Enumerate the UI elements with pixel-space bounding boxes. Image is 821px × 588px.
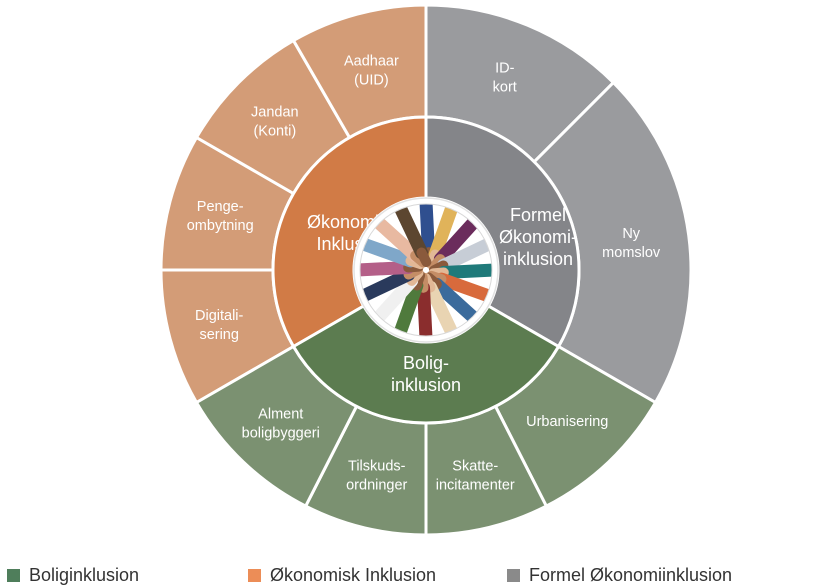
outer-ring-labels: Digitali-sering Penge-ombytning Jandan (Kon… <box>187 54 661 494</box>
outer-label-formal-0-line: ID- <box>495 61 515 77</box>
outer-label-financial-0-line: sering <box>199 327 239 343</box>
outer-label-financial-3-line: (UID) <box>354 73 389 89</box>
outer-label-financial-2-line: (Konti) <box>253 123 296 139</box>
arm-shape <box>437 263 492 280</box>
arm-shape <box>424 280 459 336</box>
inner-label-formal-line: Økonomi- <box>499 227 577 247</box>
inner-label-housing-line: inklusion <box>391 375 461 395</box>
outer-label-financial-1-line: ombytning <box>187 218 254 234</box>
center-hands-image <box>353 197 499 343</box>
outer-label-formal-0: ID-kort <box>493 61 517 96</box>
outer-label-housing-3-line: boligbyggeri <box>242 426 320 442</box>
arm-shape <box>360 268 416 303</box>
arm-shape <box>393 279 424 336</box>
arm-shape <box>430 277 481 325</box>
outer-label-housing-2-line: ordninger <box>346 478 407 494</box>
outer-label-financial-1-line: Penge- <box>197 199 244 215</box>
outer-label-financial-1: Penge-ombytning <box>187 199 254 234</box>
legend-swatch-formal <box>507 569 520 582</box>
arm-shape <box>433 215 481 266</box>
outer-label-financial-2-line: Jandan <box>251 104 299 120</box>
arm-shape <box>371 215 422 263</box>
outer-label-housing-1: Skatte-incitamenter <box>436 459 515 494</box>
legend-item-financial: Økonomisk Inklusion <box>248 565 436 586</box>
legend-label-housing: Boliginklusion <box>29 565 140 585</box>
outer-label-housing-0: Urbanisering <box>526 414 608 430</box>
arm-shape <box>360 237 417 268</box>
legend-label-formal: Formel Økonomiinklusion <box>529 565 733 585</box>
outer-ring <box>159 3 693 537</box>
outer-label-financial-0-line: Digitali- <box>195 308 244 324</box>
arm-shape <box>416 281 433 336</box>
inner-ring <box>271 115 581 425</box>
legend-item-formal: Formel Økonomiinklusion <box>507 565 732 586</box>
legend-label-financial: Økonomisk Inklusion <box>270 565 437 585</box>
arm-shape <box>436 237 492 272</box>
inner-label-housing: Bolig-inklusion <box>391 353 461 395</box>
inclusion-wheel-diagram: Digitali-sering Penge-ombytning Jandan (Kon… <box>159 3 693 537</box>
legend-swatch-financial <box>248 569 261 582</box>
inner-label-formal-line: inklusion <box>503 249 573 269</box>
outer-label-housing-1-line: incitamenter <box>436 478 515 494</box>
arm-shape <box>360 260 415 277</box>
outer-label-financial-2: Jandan (Konti) <box>251 104 299 139</box>
hand-shape <box>416 247 432 268</box>
outer-label-formal-1-line: Ny <box>622 226 640 242</box>
inner-label-formal-line: Formel <box>510 205 566 225</box>
arm-shape <box>393 204 428 260</box>
arm-shape <box>435 272 492 303</box>
outer-label-financial-3-line: Aadhaar <box>344 54 399 70</box>
outer-label-formal-1-line: momslov <box>602 245 661 261</box>
outer-label-formal-1: Ny momslov <box>602 226 661 261</box>
outer-label-housing-3: Alment boligbyggeri <box>242 407 320 442</box>
outer-label-housing-3-line: Alment <box>258 407 303 423</box>
inner-label-housing-line: Bolig- <box>403 353 449 373</box>
outer-label-financial-3: Aadhaar (UID) <box>344 54 399 89</box>
outer-label-housing-0-line: Urbanisering <box>526 414 608 430</box>
legend-swatch-housing <box>7 569 20 582</box>
legend: Boliginklusion Økonomisk Inklusion Forme… <box>0 565 821 587</box>
outer-label-housing-1-line: Skatte- <box>452 459 498 475</box>
outer-label-formal-0-line: kort <box>493 80 517 96</box>
arm-shape <box>428 204 459 261</box>
arm-shape <box>419 204 436 259</box>
arm-shape <box>371 274 419 325</box>
outer-label-housing-2: Tilskuds-ordninger <box>346 459 407 494</box>
outer-label-financial-0: Digitali-sering <box>195 308 244 343</box>
outer-label-housing-2-line: Tilskuds- <box>348 459 406 475</box>
legend-item-housing: Boliginklusion <box>7 565 139 586</box>
